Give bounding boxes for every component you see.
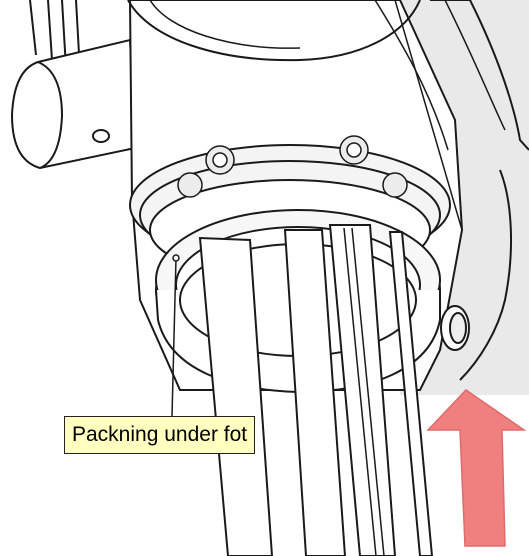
- washer: [440, 305, 470, 351]
- lower-rods: [198, 224, 434, 556]
- bolt-hole: [92, 129, 110, 143]
- side-arm: [10, 38, 137, 170]
- callout-leader: [171, 254, 180, 417]
- callout-label: Packning under fot: [64, 416, 256, 454]
- ball-bearings: [177, 135, 408, 198]
- outer-sleeve: [430, 0, 529, 381]
- up-arrow: [426, 389, 527, 547]
